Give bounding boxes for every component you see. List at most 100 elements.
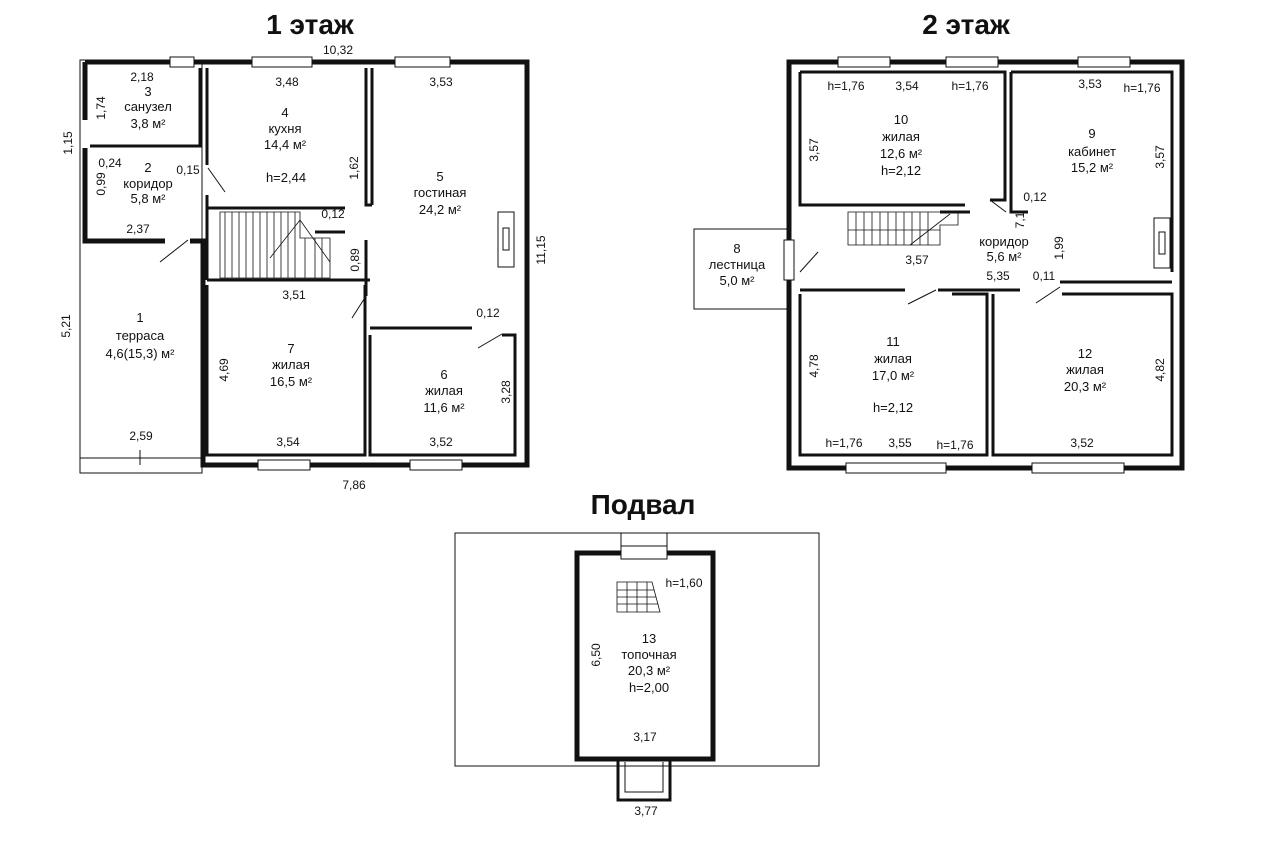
svg-text:0,12: 0,12	[321, 207, 345, 221]
svg-text:h=1,76: h=1,76	[825, 436, 862, 450]
basement-entry	[616, 759, 672, 802]
svg-text:9: 9	[1088, 126, 1095, 141]
svg-text:3,77: 3,77	[634, 804, 658, 818]
svg-text:1,74: 1,74	[94, 96, 108, 120]
floor2-room-10: 10 жилая 12,6 м² h=2,12	[880, 112, 923, 178]
wall-wc	[90, 68, 202, 148]
svg-text:12,6 м²: 12,6 м²	[880, 146, 923, 161]
svg-text:3,53: 3,53	[1078, 77, 1102, 91]
svg-text:8: 8	[733, 241, 740, 256]
floor2-outer-wall	[786, 59, 1185, 471]
svg-text:h=2,00: h=2,00	[629, 680, 669, 695]
floor2-room-11: 11 жилая 17,0 м² h=2,12	[872, 334, 915, 415]
wall-room11	[798, 292, 989, 457]
svg-text:0,24: 0,24	[98, 156, 122, 170]
svg-text:жилая: жилая	[1066, 362, 1104, 377]
svg-text:1,15: 1,15	[61, 131, 75, 155]
window	[1077, 56, 1131, 68]
floor1-room-5: 5 гостиная 24,2 м²	[414, 169, 467, 217]
svg-text:2,18: 2,18	[130, 70, 154, 84]
svg-text:0,89: 0,89	[348, 248, 362, 272]
svg-text:3,54: 3,54	[895, 79, 919, 93]
svg-text:3,28: 3,28	[499, 380, 513, 404]
svg-text:топочная: топочная	[621, 647, 676, 662]
floor2-room-9: 9 кабинет 15,2 м²	[1068, 126, 1116, 175]
title-basement: Подвал	[591, 489, 696, 520]
staircase-basement	[616, 581, 661, 613]
svg-text:жилая: жилая	[874, 351, 912, 366]
stair-opening	[783, 239, 795, 281]
floor2-room-12: 12 жилая 20,3 м²	[1064, 346, 1107, 394]
svg-text:0,11: 0,11	[1033, 269, 1056, 283]
svg-text:7: 7	[287, 341, 294, 356]
floor1-room-4: 4 кухня 14,4 м² h=2,44	[264, 105, 307, 185]
svg-text:3,52: 3,52	[429, 435, 453, 449]
window	[1031, 462, 1125, 474]
svg-text:5,35: 5,35	[986, 269, 1010, 283]
svg-text:h=2,44: h=2,44	[266, 170, 306, 185]
svg-text:h=2,12: h=2,12	[881, 163, 921, 178]
svg-text:10,32: 10,32	[323, 43, 353, 57]
svg-text:20,3 м²: 20,3 м²	[1064, 379, 1107, 394]
svg-text:0,99: 0,99	[94, 172, 108, 196]
svg-text:4,6(15,3) м²: 4,6(15,3) м²	[106, 346, 176, 361]
svg-text:6: 6	[440, 367, 447, 382]
basement-dimensions: h=1,60 6,50 3,17 3,77	[589, 576, 703, 818]
floor1-plan	[79, 56, 530, 474]
svg-text:3,48: 3,48	[275, 75, 299, 89]
svg-text:6,50: 6,50	[589, 643, 603, 667]
floor1-room-3: 3 санузел 3,8 м²	[124, 84, 172, 131]
wall-room6	[368, 326, 517, 457]
floor1-dimensions: 10,32 2,18 3,48 3,53 1,74 1,15 0,24 0,99…	[59, 43, 548, 492]
window	[257, 459, 311, 471]
svg-text:0,12: 0,12	[1023, 190, 1047, 204]
floor2-room-8: 8 лестница 5,0 м²	[709, 241, 766, 288]
staircase-floor2	[847, 210, 970, 246]
svg-text:3,57: 3,57	[807, 138, 821, 162]
title-floor1: 1 этаж	[266, 9, 355, 40]
svg-text:15,2 м²: 15,2 м²	[1071, 160, 1114, 175]
svg-text:3,55: 3,55	[888, 436, 912, 450]
svg-text:1,99: 1,99	[1052, 236, 1066, 260]
window	[837, 56, 891, 68]
floor1-room-7: 7 жилая 16,5 м²	[270, 341, 313, 389]
svg-text:4,82: 4,82	[1153, 358, 1167, 382]
svg-text:11: 11	[886, 334, 900, 349]
svg-text:10: 10	[894, 112, 908, 127]
svg-text:жилая: жилая	[425, 383, 463, 398]
svg-text:5,0 м²: 5,0 м²	[720, 273, 756, 288]
basement-room-13: 13 топочная 20,3 м² h=2,00	[621, 631, 676, 695]
svg-text:2,59: 2,59	[129, 429, 153, 443]
svg-text:4: 4	[281, 105, 288, 120]
svg-text:коридор: коридор	[979, 234, 1029, 249]
svg-text:11,15: 11,15	[534, 235, 548, 264]
svg-text:4,69: 4,69	[217, 358, 231, 382]
floor1-room-1: 1 терраса 4,6(15,3) м²	[106, 310, 176, 361]
svg-text:0,12: 0,12	[476, 306, 500, 320]
svg-text:3,52: 3,52	[1070, 436, 1094, 450]
svg-text:12: 12	[1078, 346, 1092, 361]
wall-room10	[798, 70, 1007, 207]
svg-text:коридор: коридор	[123, 176, 173, 191]
staircase-floor1	[219, 211, 345, 279]
svg-text:5,8 м²: 5,8 м²	[131, 191, 167, 206]
svg-text:3,57: 3,57	[1153, 145, 1167, 169]
window	[945, 56, 999, 68]
wall-room7	[205, 285, 367, 457]
window	[845, 462, 947, 474]
window	[409, 459, 463, 471]
floor2-dimensions: h=1,76 3,54 h=1,76 3,53 h=1,76 3,57 3,57…	[807, 77, 1167, 452]
svg-text:кабинет: кабинет	[1068, 144, 1116, 159]
svg-text:лестница: лестница	[709, 257, 766, 272]
svg-text:h=1,76: h=1,76	[827, 79, 864, 93]
basement-plan	[454, 532, 820, 802]
basement-outer-wall	[574, 550, 716, 762]
svg-text:17,0 м²: 17,0 м²	[872, 368, 915, 383]
svg-text:5,21: 5,21	[59, 314, 73, 338]
wall-room9	[1009, 70, 1174, 284]
svg-text:3,53: 3,53	[429, 75, 453, 89]
svg-text:3,8 м²: 3,8 м²	[131, 116, 167, 131]
svg-text:h=1,76: h=1,76	[951, 79, 988, 93]
